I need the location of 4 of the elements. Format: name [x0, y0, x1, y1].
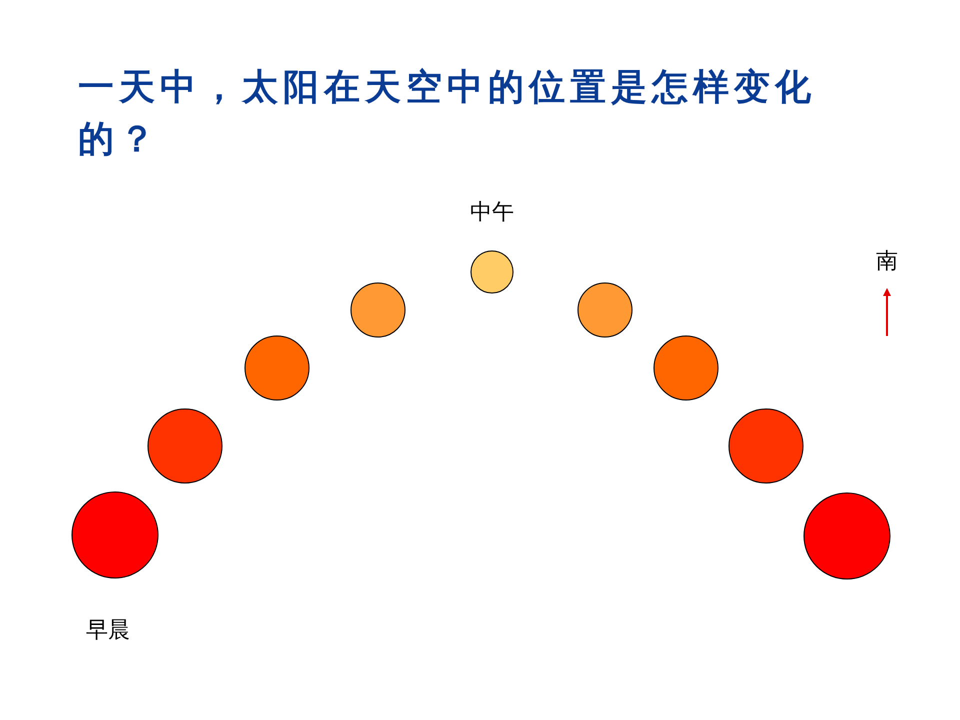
- title: 一天中，太阳在天空中的位置是怎样变化的？: [78, 66, 817, 162]
- text-label: 中午: [470, 199, 514, 227]
- text-label: 早晨: [86, 617, 130, 645]
- text-label: 南: [876, 248, 898, 276]
